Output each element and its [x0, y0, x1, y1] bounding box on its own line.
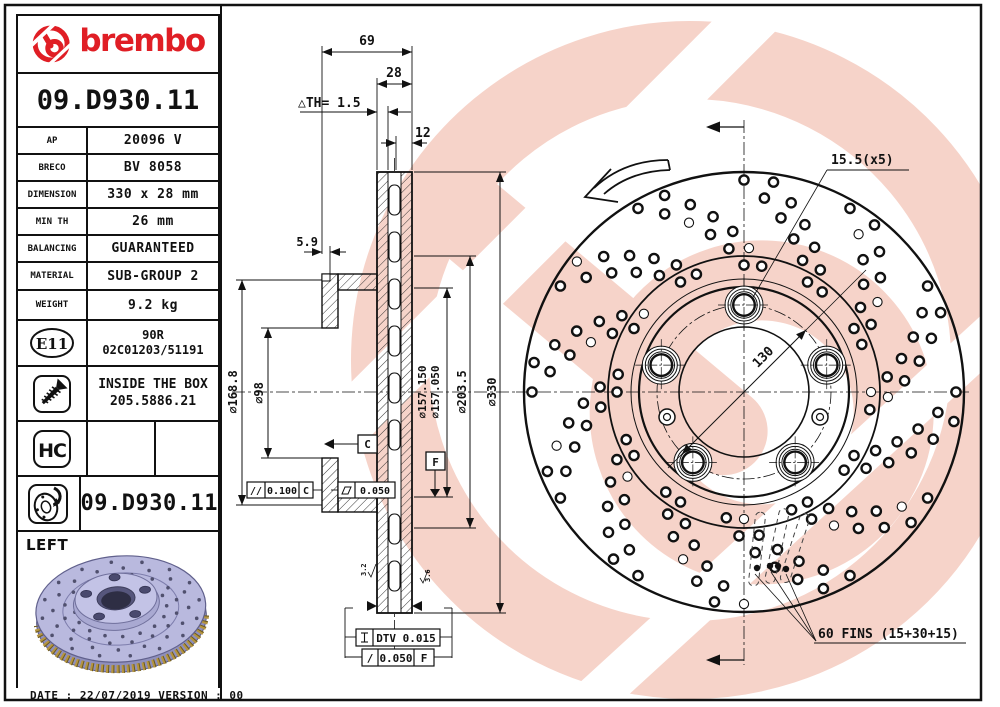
svg-text:15.5(x5): 15.5(x5)	[831, 153, 894, 168]
svg-text:E11: E11	[36, 335, 68, 353]
flatness-icon	[341, 486, 352, 495]
cross-section-view: 69 28 △TH= 1.5 12 5.9 ⌀168.8 ⌀98	[226, 34, 516, 667]
drill-hole-pattern	[526, 174, 962, 610]
dim-thickness: 28	[386, 66, 402, 81]
spec-value: BV 8058	[123, 160, 183, 175]
dim-hat-depth: 12	[415, 126, 431, 141]
spec-value: 9.2 kg	[128, 297, 178, 313]
flatness-frame: 0.050	[331, 481, 396, 499]
datum-c: C	[324, 434, 378, 454]
empty-cell	[88, 422, 156, 475]
svg-text:DTV 0.015: DTV 0.015	[376, 632, 436, 645]
spec-label: MIN TH	[18, 209, 88, 234]
svg-text:60 FINS (15+30+15): 60 FINS (15+30+15)	[818, 627, 959, 642]
brand-logo: brembo	[18, 16, 218, 72]
parallelism-frame: // 0.100 C	[246, 481, 322, 499]
bolt-hole-callout: 15.5(x5)	[751, 153, 909, 300]
spec-label: MATERIAL	[18, 263, 88, 289]
drilled-dots-3d	[40, 560, 201, 658]
dim-inner-diameter: ⌀203.5	[455, 370, 469, 413]
section-cut-arrows	[706, 121, 744, 666]
part-number: 09.D930.11	[36, 84, 200, 116]
inside-box-row: INSIDE THE BOX 205.5886.21	[18, 365, 218, 420]
side-label: LEFT	[26, 536, 69, 554]
render-cell: LEFT	[18, 530, 218, 688]
dim-hat-diameter-max: ⌀157.150	[416, 366, 429, 419]
spec-value: 26 mm	[132, 214, 174, 229]
spec-value: SUB-GROUP 2	[107, 268, 199, 284]
datum-f: F	[425, 451, 446, 497]
runout-frame: / 0.050 F	[361, 648, 435, 667]
spec-row-breco: BRECO BV 8058	[18, 153, 218, 180]
homologation-line1: 90R	[142, 328, 164, 342]
dim-hat-diameter-min: ⌀157.050	[429, 366, 442, 419]
roughness-right: 3.6	[419, 569, 432, 584]
spec-value: GUARANTEED	[111, 241, 195, 256]
e11-badge-icon: E11	[30, 328, 74, 358]
brand-wordmark: brembo	[79, 23, 206, 59]
svg-text:C: C	[364, 438, 371, 451]
inside-box-line2: 205.5886.21	[109, 393, 197, 409]
svg-text:130: 130	[750, 344, 777, 371]
hc-badge-icon: HC	[33, 429, 71, 468]
svg-text:F: F	[421, 652, 428, 665]
dim-overall-width: 69	[359, 34, 375, 49]
rotation-arrow-icon	[583, 159, 671, 203]
spec-label: AP	[18, 128, 88, 153]
spec-label: DIMENSION	[18, 182, 88, 207]
spec-row-material: MATERIAL SUB-GROUP 2	[18, 261, 218, 289]
vent-slots	[388, 184, 401, 592]
svg-text:3.6: 3.6	[424, 569, 432, 582]
spec-label: WEIGHT	[18, 291, 88, 319]
homologation-row: E11 90R 02C01203/51191	[18, 319, 218, 365]
svg-text:3.2: 3.2	[360, 563, 368, 576]
svg-text://: //	[250, 486, 262, 497]
boxed-part-number: 09.D930.11	[80, 491, 218, 516]
inside-box-line1: INSIDE THE BOX	[98, 377, 208, 393]
disc-3d-render	[33, 555, 210, 674]
dim-offset: 5.9	[296, 235, 318, 249]
spec-row-dimension: DIMENSION 330 x 28 mm	[18, 180, 218, 207]
spec-value: 20096 V	[123, 133, 183, 148]
boxed-part-row: 09.D930.11	[18, 475, 218, 530]
part-number-cell: 09.D930.11	[18, 72, 218, 126]
svg-text:0.050: 0.050	[379, 652, 412, 665]
spec-label: BALANCING	[18, 236, 88, 261]
front-view: 15.5(x5) 130	[516, 120, 972, 666]
roughness-left: 3.2	[360, 563, 377, 578]
empty-cell	[156, 422, 218, 475]
spec-row-ap: AP 20096 V	[18, 126, 218, 153]
dim-min-th-wear: △TH= 1.5	[298, 96, 361, 111]
spec-row-min-th: MIN TH 26 mm	[18, 207, 218, 234]
screw-icon	[33, 374, 71, 413]
dim-outer-diameter: ⌀330	[485, 378, 499, 407]
runout-total-icon	[361, 632, 368, 643]
svg-text:HC: HC	[38, 440, 66, 462]
hc-row: HC	[18, 420, 218, 475]
brembo-logo-icon	[31, 23, 74, 65]
page-frame	[3, 3, 983, 702]
spec-value: 330 x 28 mm	[107, 187, 199, 202]
svg-text:/: /	[367, 652, 374, 665]
dtv-frame: DTV 0.015	[355, 628, 441, 647]
svg-text:C: C	[303, 486, 309, 497]
footer-date-version: DATE : 22/07/2019 VERSION : 00	[30, 689, 244, 702]
spec-label: BRECO	[18, 155, 88, 180]
spec-panel: brembo 09.D930.11 AP 20096 V BRECO BV 80…	[16, 14, 220, 688]
homologation-line2: 02C01203/51191	[102, 343, 204, 357]
fins-callout: 60 FINS (15+30+15)	[748, 508, 966, 644]
spec-row-weight: WEIGHT 9.2 kg	[18, 289, 218, 319]
svg-text:0.100: 0.100	[267, 486, 297, 497]
spec-row-balancing: BALANCING GUARANTEED	[18, 234, 218, 261]
svg-text:F: F	[432, 456, 439, 469]
dim-bore-diameter: ⌀98	[252, 382, 266, 404]
dim-flange-diameter: ⌀168.8	[226, 370, 240, 413]
svg-text:0.050: 0.050	[360, 486, 390, 497]
bolt-holes	[635, 279, 853, 489]
disc-in-box-icon	[28, 483, 69, 524]
